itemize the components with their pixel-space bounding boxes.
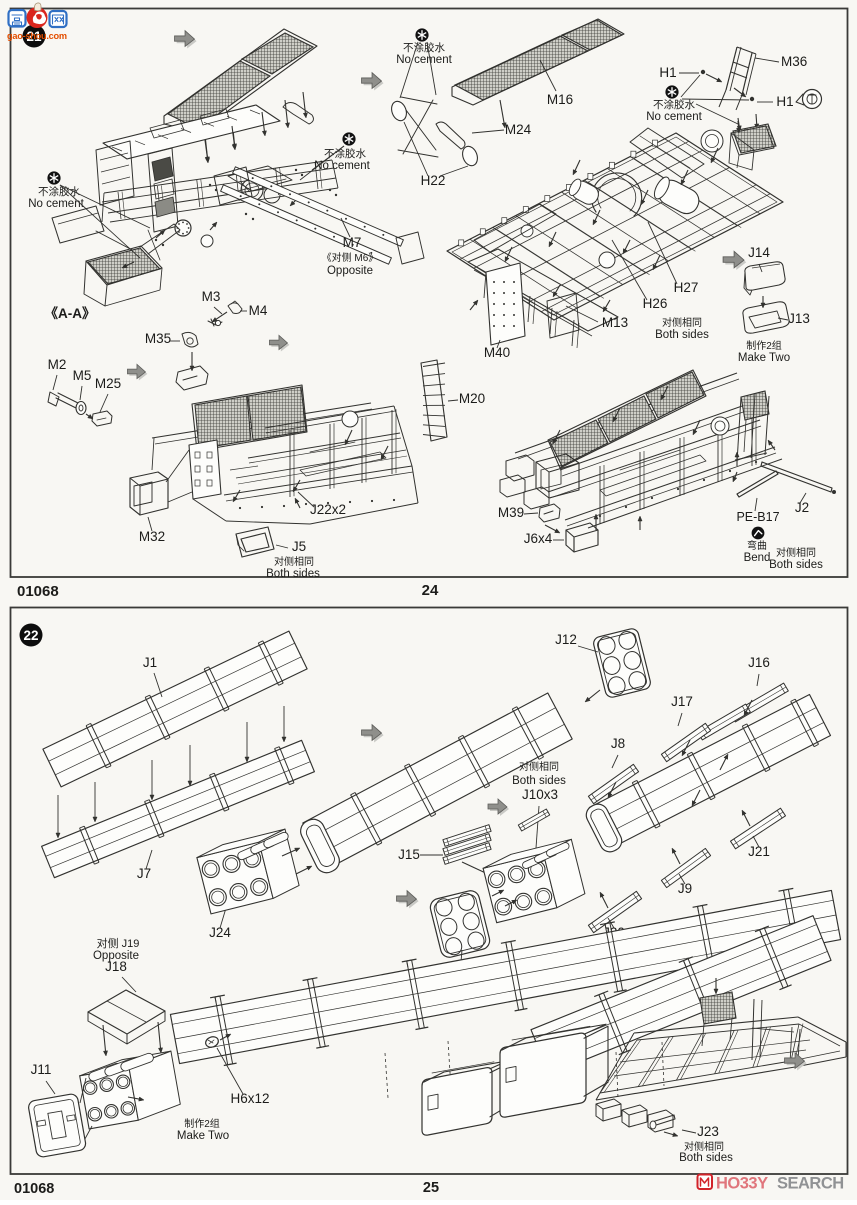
svg-text:Make Two: Make Two xyxy=(738,352,790,364)
svg-text:J12: J12 xyxy=(555,632,577,647)
svg-text:H6x12: H6x12 xyxy=(230,1091,269,1106)
svg-text:M25: M25 xyxy=(95,376,121,391)
svg-text:M4: M4 xyxy=(249,303,268,318)
svg-text:01068: 01068 xyxy=(17,583,59,600)
svg-text:Make Two: Make Two xyxy=(177,1130,229,1142)
svg-text:J5: J5 xyxy=(292,539,306,554)
svg-text:M39: M39 xyxy=(498,505,524,520)
svg-text:对侧相同: 对侧相同 xyxy=(519,760,559,773)
svg-text:J14: J14 xyxy=(748,245,770,260)
svg-text:22: 22 xyxy=(23,628,38,643)
svg-text:J8: J8 xyxy=(611,736,625,751)
svg-text:J6x4: J6x4 xyxy=(524,531,553,546)
svg-text:《对侧 M6》: 《对侧 M6》 xyxy=(322,251,379,264)
svg-text:对侧相同: 对侧相同 xyxy=(662,316,702,329)
svg-text:M13: M13 xyxy=(602,315,628,330)
svg-text:Both sides: Both sides xyxy=(655,329,709,341)
svg-text:H27: H27 xyxy=(674,280,699,295)
svg-text:J13: J13 xyxy=(788,311,810,326)
svg-text:M32: M32 xyxy=(139,529,165,544)
svg-text:不涂胶水: 不涂胶水 xyxy=(403,41,445,54)
svg-text:J1: J1 xyxy=(143,655,157,670)
svg-text:HO33Y: HO33Y xyxy=(716,1175,768,1193)
svg-text:Bend: Bend xyxy=(744,552,771,564)
svg-text:Both sides: Both sides xyxy=(769,559,823,571)
svg-text:J22x2: J22x2 xyxy=(310,502,346,517)
svg-text:J7: J7 xyxy=(137,866,151,881)
svg-text:J10x3: J10x3 xyxy=(522,787,558,802)
svg-text:J2: J2 xyxy=(795,500,809,515)
svg-text:25: 25 xyxy=(423,1180,439,1196)
svg-text:M16: M16 xyxy=(547,92,573,107)
svg-text:M7: M7 xyxy=(343,235,362,250)
svg-text:M2: M2 xyxy=(48,357,67,372)
svg-text:01068: 01068 xyxy=(14,1181,54,1197)
svg-text:Both sides: Both sides xyxy=(679,1152,733,1164)
svg-text:J17: J17 xyxy=(671,694,693,709)
svg-text:H1: H1 xyxy=(659,65,676,80)
svg-text:制作2组: 制作2组 xyxy=(746,339,782,352)
svg-text:Both sides: Both sides xyxy=(512,775,566,787)
svg-text:J11: J11 xyxy=(31,1062,52,1077)
svg-text:M20: M20 xyxy=(459,391,485,406)
svg-text:对侧相同: 对侧相同 xyxy=(776,546,816,559)
svg-text:J23: J23 xyxy=(697,1124,719,1139)
svg-text:《A-A》: 《A-A》 xyxy=(45,306,96,321)
svg-text:弯曲: 弯曲 xyxy=(747,539,767,552)
svg-text:gao-shou.com: gao-shou.com xyxy=(7,31,67,41)
svg-text:对侧相同: 对侧相同 xyxy=(274,555,314,568)
svg-text:J18: J18 xyxy=(105,959,127,974)
svg-text:24: 24 xyxy=(422,582,439,599)
svg-text:对侧 J19: 对侧 J19 xyxy=(97,936,140,950)
svg-text:PE-B17: PE-B17 xyxy=(736,510,779,524)
svg-text:J16: J16 xyxy=(748,655,770,670)
svg-text:No cement: No cement xyxy=(396,54,452,66)
svg-text:不涂胶水: 不涂胶水 xyxy=(653,98,695,111)
svg-text:Both sides: Both sides xyxy=(266,568,320,580)
svg-text:M3: M3 xyxy=(202,289,221,304)
svg-text:M36: M36 xyxy=(781,54,807,69)
svg-text:M35: M35 xyxy=(145,331,171,346)
svg-text:M5: M5 xyxy=(73,368,92,383)
svg-text:Opposite: Opposite xyxy=(327,265,373,277)
svg-text:H1: H1 xyxy=(776,94,793,109)
svg-text:M24: M24 xyxy=(505,122,532,137)
svg-text:No cement: No cement xyxy=(646,111,702,123)
svg-text:不涂胶水: 不涂胶水 xyxy=(324,147,366,160)
svg-text:SEARCH: SEARCH xyxy=(777,1175,844,1193)
svg-text:制作2组: 制作2组 xyxy=(184,1117,220,1130)
svg-text:J15: J15 xyxy=(398,847,420,862)
